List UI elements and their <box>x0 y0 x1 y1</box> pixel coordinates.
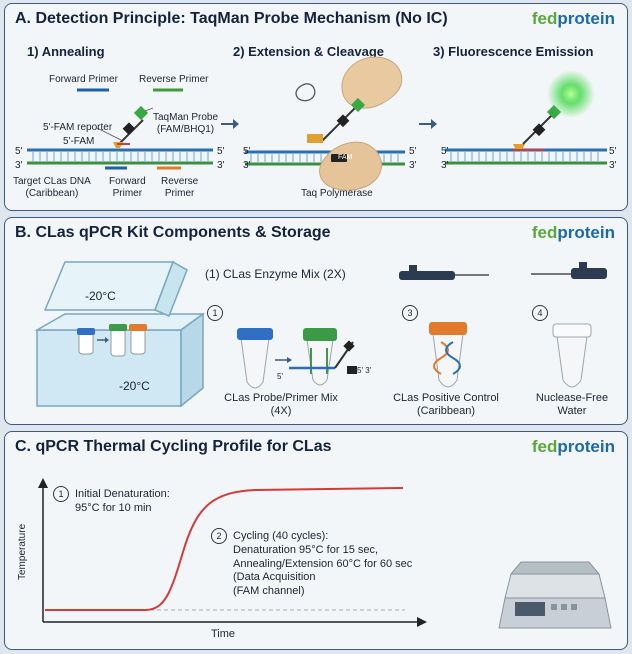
panel-kit-components: B. CLas qPCR Kit Components & Storage fe… <box>4 217 628 425</box>
circle-num-3: 3 <box>402 305 418 321</box>
panel-detection-principle: A. Detection Principle: TaqMan Probe Mec… <box>4 3 628 211</box>
kit-illustration <box>34 260 607 408</box>
cleaved-probe-blob <box>341 56 403 109</box>
target-dna-line1: Target CLas DNA <box>13 176 91 187</box>
rev-bound-line2: Primer <box>164 187 195 199</box>
probe-mix-line1: CLas Probe/Primer Mix <box>224 392 338 404</box>
panel-thermal-profile: C. qPCR Thermal Cycling Profile for CLas… <box>4 431 628 650</box>
brand-part2: protein <box>557 9 615 28</box>
step2-line5: (FAM channel) <box>233 585 305 597</box>
panel-c-title: C. qPCR Thermal Cycling Profile for CLas <box>15 438 332 455</box>
fam-fragment <box>307 134 323 143</box>
fluorescence-glow <box>547 70 595 118</box>
label-5prime-a2: 5' <box>217 146 225 157</box>
label-5prime-a1: 5' <box>15 146 23 157</box>
taqman-probe-line2: (FAM/BHQ1) <box>156 123 215 135</box>
fwd-bound-line1: Forward <box>109 176 146 187</box>
label-3prime-b1: 3' <box>243 160 251 171</box>
label-5prime-c1: 5' <box>441 146 449 157</box>
tube-enzyme-mix <box>303 328 337 386</box>
x-axis-label: Time <box>211 628 236 640</box>
pos-ctrl-line1: CLas Positive Control <box>393 392 499 404</box>
label-forward-primer: Forward Primer <box>49 74 118 85</box>
dna-strand-stage1 <box>27 148 213 165</box>
probe-mix-line2: (4X) <box>270 404 292 417</box>
dna-strand-stage3 <box>445 148 607 165</box>
temperature-curve <box>45 487 404 611</box>
brand-logo-c: fedprotein <box>532 437 615 457</box>
target-dna-line2: (Caribbean) <box>25 187 79 199</box>
brand-part1: fed <box>531 9 558 28</box>
label-5prime-c2: 5' <box>609 146 617 157</box>
step1-line1: Initial Denaturation: <box>75 488 170 500</box>
label-3prime-a1: 3' <box>15 160 23 171</box>
qpcr-instrument <box>498 561 612 629</box>
brand-part2: protein <box>557 223 615 242</box>
label-5prime-b2: 5' <box>409 146 417 157</box>
label-temp-box: -20°C <box>119 379 150 393</box>
step2-line4: (Data Acquisition <box>233 571 316 584</box>
y-axis-label: Temperature <box>17 523 28 580</box>
label-probe-primer-mix: CLas Probe/Primer Mix(4X) <box>219 392 343 417</box>
step-annealing: 1) Annealing <box>27 44 105 59</box>
label-5prime-b1: 5' <box>243 146 251 157</box>
taqman-probe-stage1 <box>113 105 149 148</box>
brand-logo-a: fedprotein <box>532 9 615 29</box>
circle-step-2: 2 <box>211 528 227 544</box>
taq-polymerase-blob <box>319 141 382 191</box>
circle-num-1: 1 <box>207 305 223 321</box>
step1-text: Initial Denaturation:95°C for 10 min <box>75 488 170 516</box>
label-fam-tag: FAM <box>338 154 353 161</box>
label-reverse-primer: Reverse Primer <box>139 74 209 85</box>
brand-part2: protein <box>557 437 615 456</box>
label-strand-53: 5' 3' <box>357 366 372 375</box>
taqman-probe-line1: TaqMan Probe <box>153 112 219 123</box>
fwd-bound-line2: Primer <box>112 187 143 199</box>
circle-step-1: 1 <box>53 486 69 502</box>
rev-bound-line1: Reverse <box>161 176 199 187</box>
step2-line2: Denaturation 95°C for 15 sec, <box>233 543 379 556</box>
tube-positive-control <box>429 322 467 388</box>
label-3prime-c2: 3' <box>609 160 617 171</box>
label-fam-reporter: 5'-FAM reporter <box>43 122 113 133</box>
brand-part1: fed <box>531 437 558 456</box>
tube-nuclease-free-water <box>552 323 592 388</box>
thermal-cycling-chart <box>38 478 612 629</box>
mechanism-illustration <box>27 56 607 191</box>
step2-line3: Annealing/Extension 60°C for 60 sec <box>233 557 413 570</box>
label-taq-polymerase: Taq Polymerase <box>301 188 373 199</box>
label-temp-lid: -20°C <box>85 289 116 303</box>
step2-line1: Cycling (40 cycles): <box>233 530 329 542</box>
panel-a-title: A. Detection Principle: TaqMan Probe Mec… <box>15 10 448 27</box>
pipette-left <box>399 265 489 280</box>
label-3prime-b2: 3' <box>409 160 417 171</box>
tube-probe-primer-mix <box>237 328 273 389</box>
step1-line2: 95°C for 10 min <box>75 501 152 514</box>
pos-ctrl-line2: (Caribbean) <box>416 404 476 417</box>
label-3prime-a2: 3' <box>217 160 225 171</box>
pipette-right <box>531 262 607 279</box>
label-strand-5: 5' <box>277 372 283 381</box>
panel-b-title: B. CLas qPCR Kit Components & Storage <box>15 224 331 241</box>
label-3prime-c1: 3' <box>441 160 449 171</box>
label-positive-control: CLas Positive Control(Caribbean) <box>383 392 509 417</box>
water-line2: Water <box>557 404 587 417</box>
label-enzyme-mix: (1) CLas Enzyme Mix (2X) <box>205 267 346 281</box>
step-fluorescence: 3) Fluorescence Emission <box>433 44 594 59</box>
water-line1: Nuclease-Free <box>535 392 609 404</box>
label-target-dna: Target CLas DNA(Caribbean) <box>13 176 91 199</box>
brand-logo-b: fedprotein <box>532 223 615 243</box>
circle-num-4: 4 <box>532 305 548 321</box>
step-extension: 2) Extension & Cleavage <box>233 44 384 59</box>
label-taqman-probe: TaqMan Probe(FAM/BHQ1) <box>153 112 218 135</box>
step2-text: Cycling (40 cycles):Denaturation 95°C fo… <box>233 530 412 599</box>
label-fam-short: 5'-FAM <box>63 136 95 147</box>
brand-part1: fed <box>531 223 558 242</box>
